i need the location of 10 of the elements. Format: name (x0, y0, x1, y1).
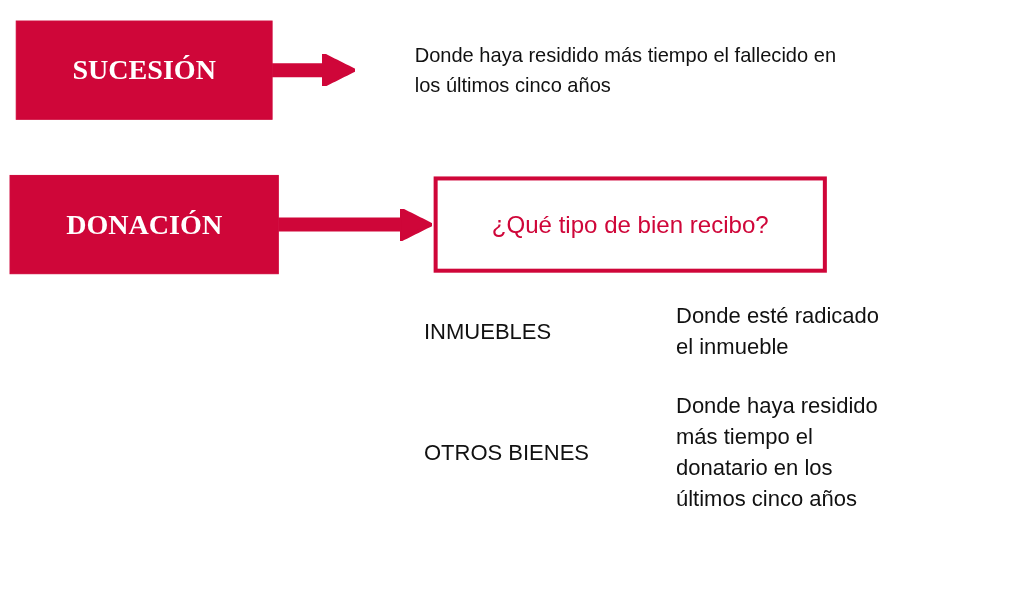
category-box: SUCESIÓN (15, 20, 273, 120)
description-text: Donde haya residido más tiempo el donatario en los últimos cinco años (676, 392, 879, 513)
description-text: Donde haya residido más tiempo el fallecido en los últimos cinco años (414, 44, 837, 97)
category-label: INMUEBLES (424, 317, 552, 346)
category-label: OTROS BIENES (424, 438, 590, 467)
block-arrow (272, 52, 357, 88)
block-arrow (278, 206, 434, 243)
question-box: ¿Qué tipo de bien recibo? (433, 176, 827, 273)
description-text: Donde esté radicado el inmueble (676, 302, 881, 361)
category-box: DONACIÓN (9, 174, 279, 275)
